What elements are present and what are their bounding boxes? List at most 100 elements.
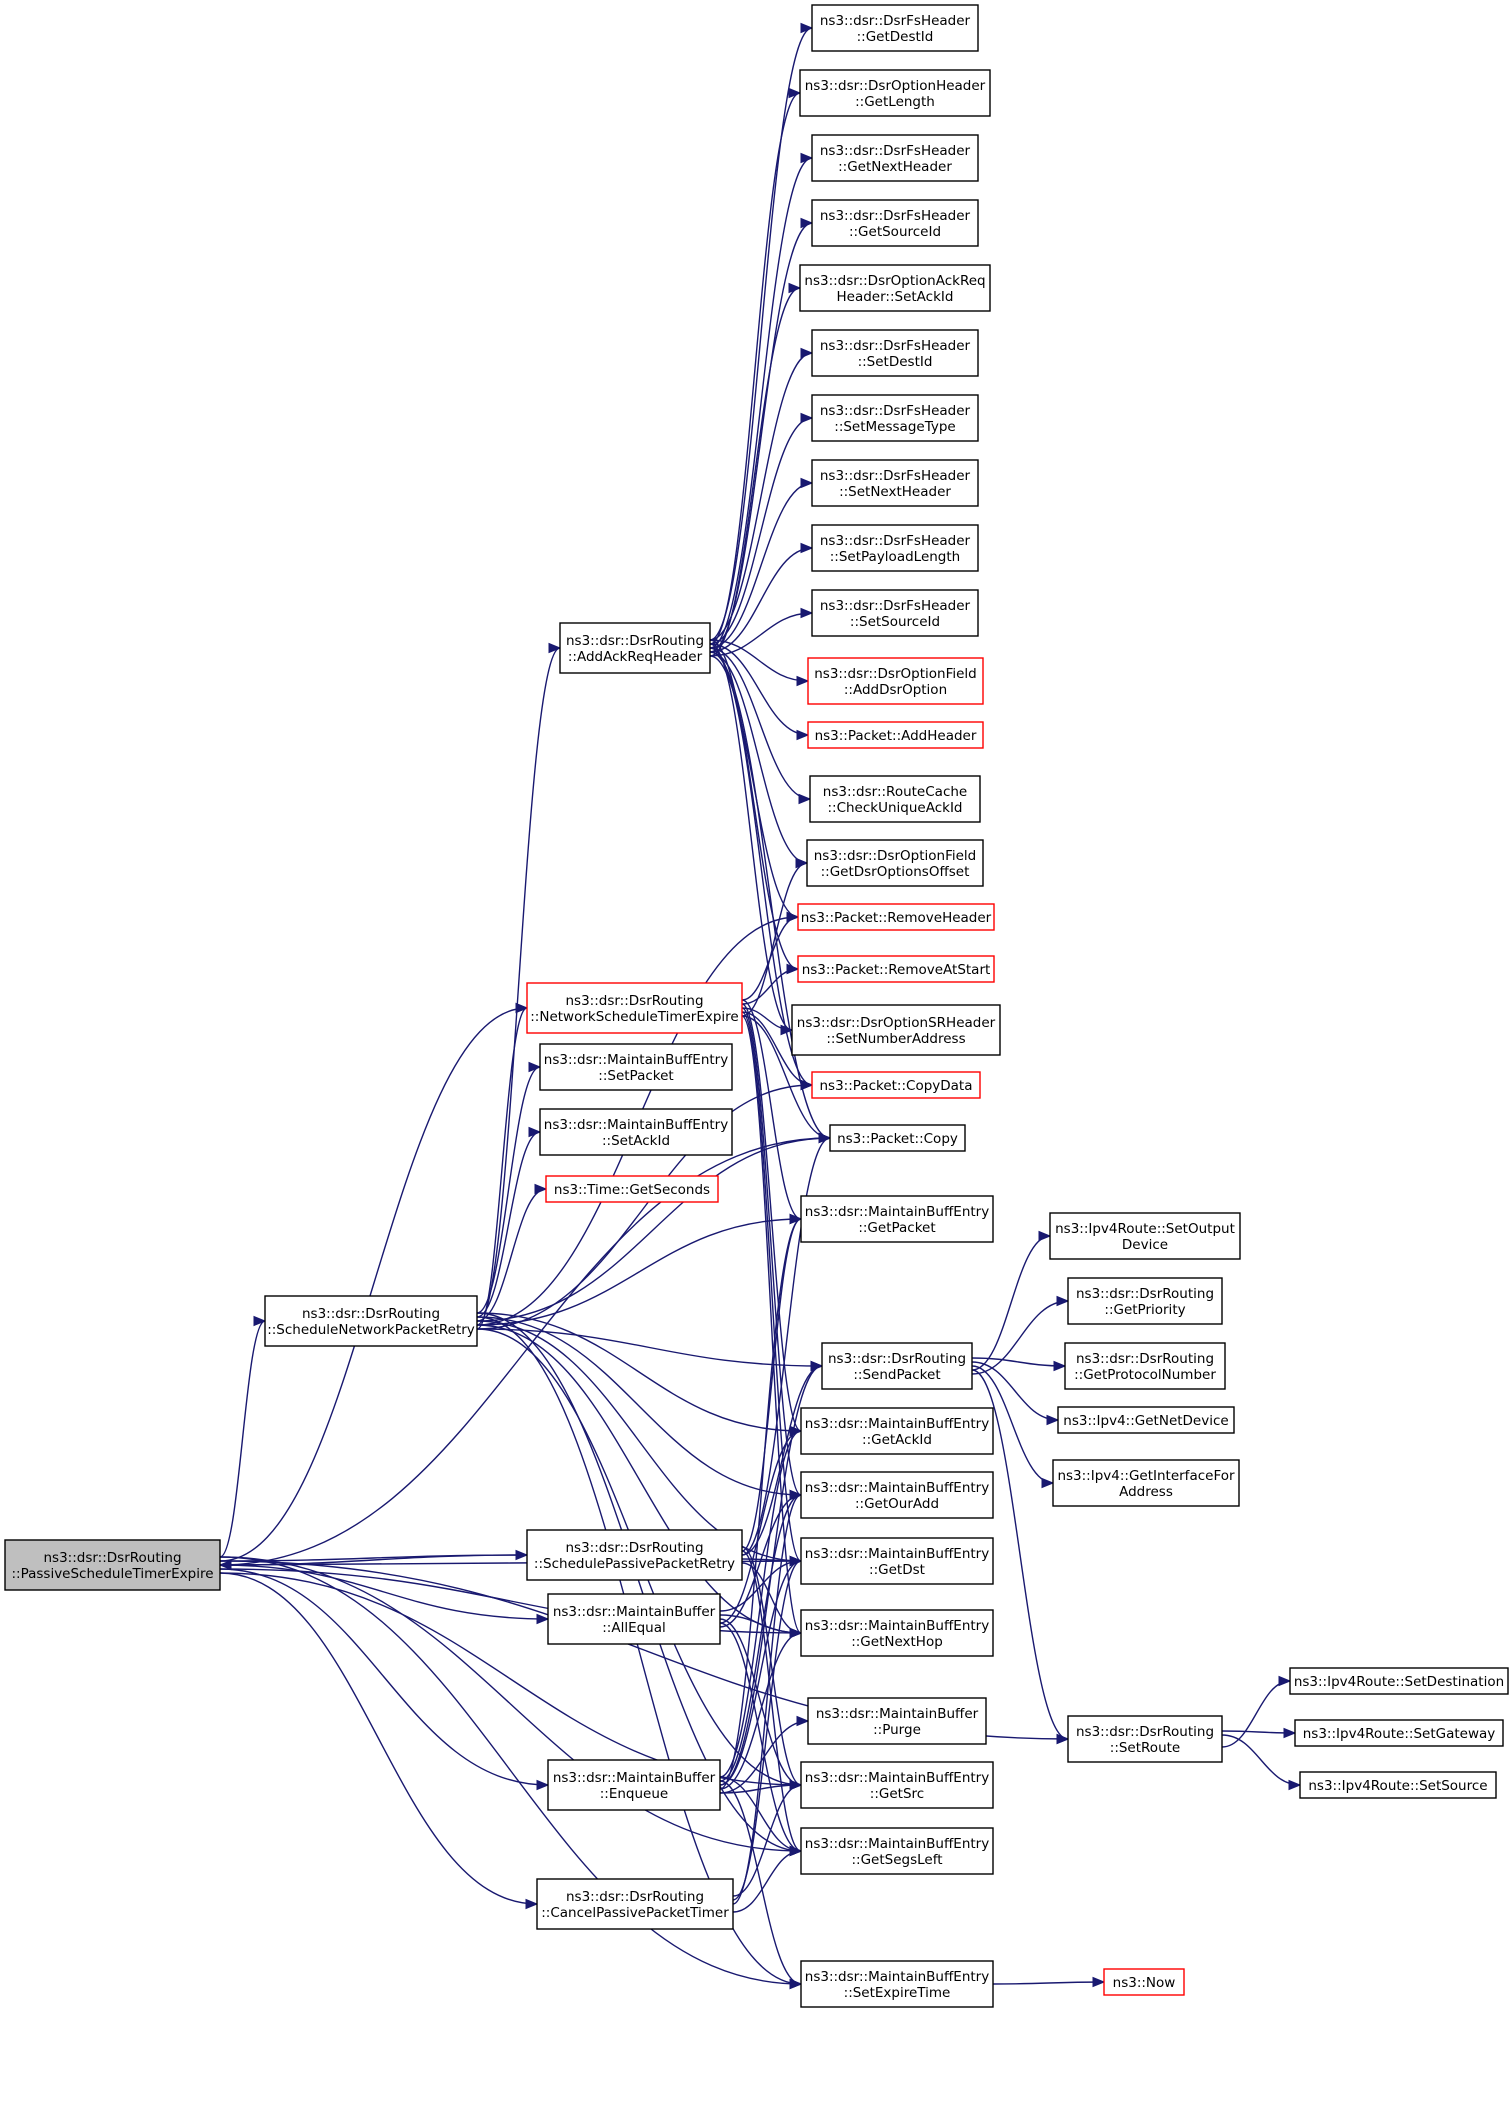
node-setdestination[interactable]: ns3::Ipv4Route::SetDestination (1289, 1667, 1509, 1695)
node-setsource[interactable]: ns3::Ipv4Route::SetSource (1299, 1771, 1497, 1799)
node-sendpacket[interactable]: ns3::dsr::DsrRouting::SendPacket (821, 1342, 973, 1390)
edge-root-to-allequal (219, 1564, 550, 1625)
edge-arrowhead (789, 1555, 803, 1567)
node-getprotocolnumber[interactable]: ns3::dsr::DsrRouting::GetProtocolNumber (1064, 1342, 1226, 1390)
node-getackid[interactable]: ns3::dsr::MaintainBuffEntry::GetAckId (800, 1407, 994, 1455)
node-getouradd[interactable]: ns3::dsr::MaintainBuffEntry::GetOurAdd (800, 1471, 994, 1519)
node-label: ::Enqueue (600, 1786, 668, 1802)
node-setnextheader[interactable]: ns3::dsr::DsrFsHeader::SetNextHeader (811, 459, 979, 507)
node-addack[interactable]: ns3::dsr::DsrRouting::AddAckReqHeader (559, 622, 711, 674)
node-getdsroptionsoffset[interactable]: ns3::dsr::DsrOptionField::GetDsrOptionsO… (806, 839, 984, 887)
node-getpriority[interactable]: ns3::dsr::DsrRouting::GetPriority (1067, 1277, 1223, 1325)
node-label: ::GetDsrOptionsOffset (821, 864, 970, 880)
node-setsourceid[interactable]: ns3::dsr::DsrFsHeader::SetSourceId (811, 589, 979, 637)
node-nste[interactable]: ns3::dsr::DsrRouting::NetworkScheduleTim… (526, 982, 743, 1034)
node-getlength[interactable]: ns3::dsr::DsrOptionHeader::GetLength (799, 69, 991, 117)
edge-arrowhead (795, 857, 809, 869)
node-checkunique[interactable]: ns3::dsr::RouteCache::CheckUniqueAckId (809, 775, 981, 823)
node-setroute[interactable]: ns3::dsr::DsrRouting::SetRoute (1067, 1715, 1223, 1763)
edge-arrowhead (800, 477, 814, 489)
node-label: ::CancelPassivePacketTimer (541, 1905, 729, 1921)
edge-sendpacket-to-setroute (971, 1369, 1070, 1745)
node-label: ns3::dsr::DsrOptionField (814, 848, 976, 864)
node-box (829, 1124, 966, 1152)
node-snpr[interactable]: ns3::dsr::DsrRouting::ScheduleNetworkPac… (264, 1295, 478, 1347)
node-getseconds[interactable]: ns3::Time::GetSeconds (545, 1175, 719, 1203)
node-setackid_mbe[interactable]: ns3::dsr::MaintainBuffEntry::SetAckId (539, 1108, 733, 1156)
node-sppr[interactable]: ns3::dsr::DsrRouting::SchedulePassivePac… (526, 1529, 743, 1581)
edge-addack-to-checkunique (709, 647, 812, 805)
edge-line (219, 1556, 802, 1985)
edge-arrowhead (800, 152, 814, 164)
node-label: ns3::dsr::DsrRouting (566, 1889, 704, 1905)
node-getnetdevice[interactable]: ns3::Ipv4::GetNetDevice (1057, 1406, 1235, 1434)
node-setexpiretime[interactable]: ns3::dsr::MaintainBuffEntry::SetExpireTi… (800, 1960, 994, 2008)
node-cancel[interactable]: ns3::dsr::DsrRouting::CancelPassivePacke… (536, 1878, 734, 1930)
edge-line (719, 1780, 802, 1985)
node-allequal[interactable]: ns3::dsr::MaintainBuffer::AllEqual (547, 1593, 721, 1645)
edge-root-to-snpr (219, 1315, 267, 1558)
node-box (807, 1697, 987, 1745)
node-label: ns3::dsr::MaintainBuffEntry (805, 1969, 989, 1985)
node-label: ::SetPayloadLength (830, 549, 960, 565)
node-purge[interactable]: ns3::dsr::MaintainBuffer::Purge (807, 1697, 987, 1745)
node-label: ns3::dsr::DsrRouting (1076, 1724, 1214, 1740)
edge-line (219, 1007, 528, 1562)
node-removeatstart[interactable]: ns3::Packet::RemoveAtStart (797, 955, 995, 983)
node-now[interactable]: ns3::Now (1103, 1968, 1185, 1996)
edge-arrowhead (789, 1213, 803, 1225)
edge-arrowhead (1288, 1779, 1302, 1791)
node-setpayloadlength[interactable]: ns3::dsr::DsrFsHeader::SetPayloadLength (811, 524, 979, 572)
node-setpacket[interactable]: ns3::dsr::MaintainBuffEntry::SetPacket (539, 1043, 733, 1091)
node-getnextheader[interactable]: ns3::dsr::DsrFsHeader::GetNextHeader (811, 134, 979, 182)
edge-root-to-copy (219, 1132, 832, 1566)
node-getdestid[interactable]: ns3::dsr::DsrFsHeader::GetDestId (811, 4, 979, 52)
node-label: ns3::dsr::DsrFsHeader (820, 533, 971, 549)
edge-arrowhead (789, 1489, 803, 1501)
edge-line (709, 643, 793, 1031)
node-setdestid[interactable]: ns3::dsr::DsrFsHeader::SetDestId (811, 329, 979, 377)
node-setmessagetype[interactable]: ns3::dsr::DsrFsHeader::SetMessageType (811, 394, 979, 442)
node-label: ::AddAckReqHeader (568, 649, 703, 665)
node-getdst[interactable]: ns3::dsr::MaintainBuffEntry::GetDst (800, 1537, 994, 1585)
node-addheader[interactable]: ns3::Packet::AddHeader (807, 721, 984, 749)
edge-line (709, 287, 801, 657)
edge-line (971, 1357, 1066, 1367)
edge-sppr-to-root (218, 1554, 528, 1571)
node-setackid_oar[interactable]: ns3::dsr::DsrOptionAckReqHeader::SetAckI… (799, 264, 991, 312)
node-removeheader[interactable]: ns3::Packet::RemoveHeader (797, 903, 995, 931)
node-label: ns3::dsr::DsrFsHeader (820, 143, 971, 159)
node-box (800, 1609, 994, 1657)
node-setnumberaddress[interactable]: ns3::dsr::DsrOptionSRHeader::SetNumberAd… (791, 1004, 1001, 1056)
edge-arrowhead (528, 1061, 542, 1073)
node-root[interactable]: ns3::dsr::DsrRouting::PassiveScheduleTim… (4, 1539, 221, 1591)
node-getsourceid[interactable]: ns3::dsr::DsrFsHeader::GetSourceId (811, 199, 979, 247)
node-box (1299, 1771, 1497, 1799)
edge-line (741, 1003, 802, 1432)
edge-line (709, 651, 808, 864)
node-getnexthop[interactable]: ns3::dsr::MaintainBuffEntry::GetNextHop (800, 1609, 994, 1657)
edge-line (709, 482, 813, 649)
node-enqueue[interactable]: ns3::dsr::MaintainBuffer::Enqueue (547, 1759, 721, 1811)
node-getsrc[interactable]: ns3::dsr::MaintainBuffEntry::GetSrc (800, 1761, 994, 1809)
node-box (1289, 1667, 1509, 1695)
edge-line (219, 1568, 549, 1786)
edge-snpr-to-setackid_mbe (476, 1126, 542, 1318)
node-box (1067, 1715, 1223, 1763)
edge-line (971, 1369, 1069, 1740)
edge-setexpiretime-to-now (992, 1976, 1106, 1988)
edge-arrowhead (786, 963, 800, 975)
edge-line (741, 1137, 831, 1556)
node-setgateway[interactable]: ns3::Ipv4Route::SetGateway (1294, 1719, 1504, 1747)
node-getsegsleft[interactable]: ns3::dsr::MaintainBuffEntry::GetSegsLeft (800, 1827, 994, 1875)
node-copydata[interactable]: ns3::Packet::CopyData (811, 1071, 981, 1099)
node-label: ns3::Ipv4Route::SetSource (1308, 1778, 1487, 1794)
node-label: ns3::dsr::DsrRouting (1076, 1286, 1214, 1302)
node-copy[interactable]: ns3::Packet::Copy (829, 1124, 966, 1152)
node-box (811, 1071, 981, 1099)
node-adddsroption[interactable]: ns3::dsr::DsrOptionField::AddDsrOption (807, 657, 984, 705)
node-label: ::GetPriority (1104, 1302, 1185, 1318)
node-getpacket[interactable]: ns3::dsr::MaintainBuffEntry::GetPacket (800, 1195, 994, 1243)
